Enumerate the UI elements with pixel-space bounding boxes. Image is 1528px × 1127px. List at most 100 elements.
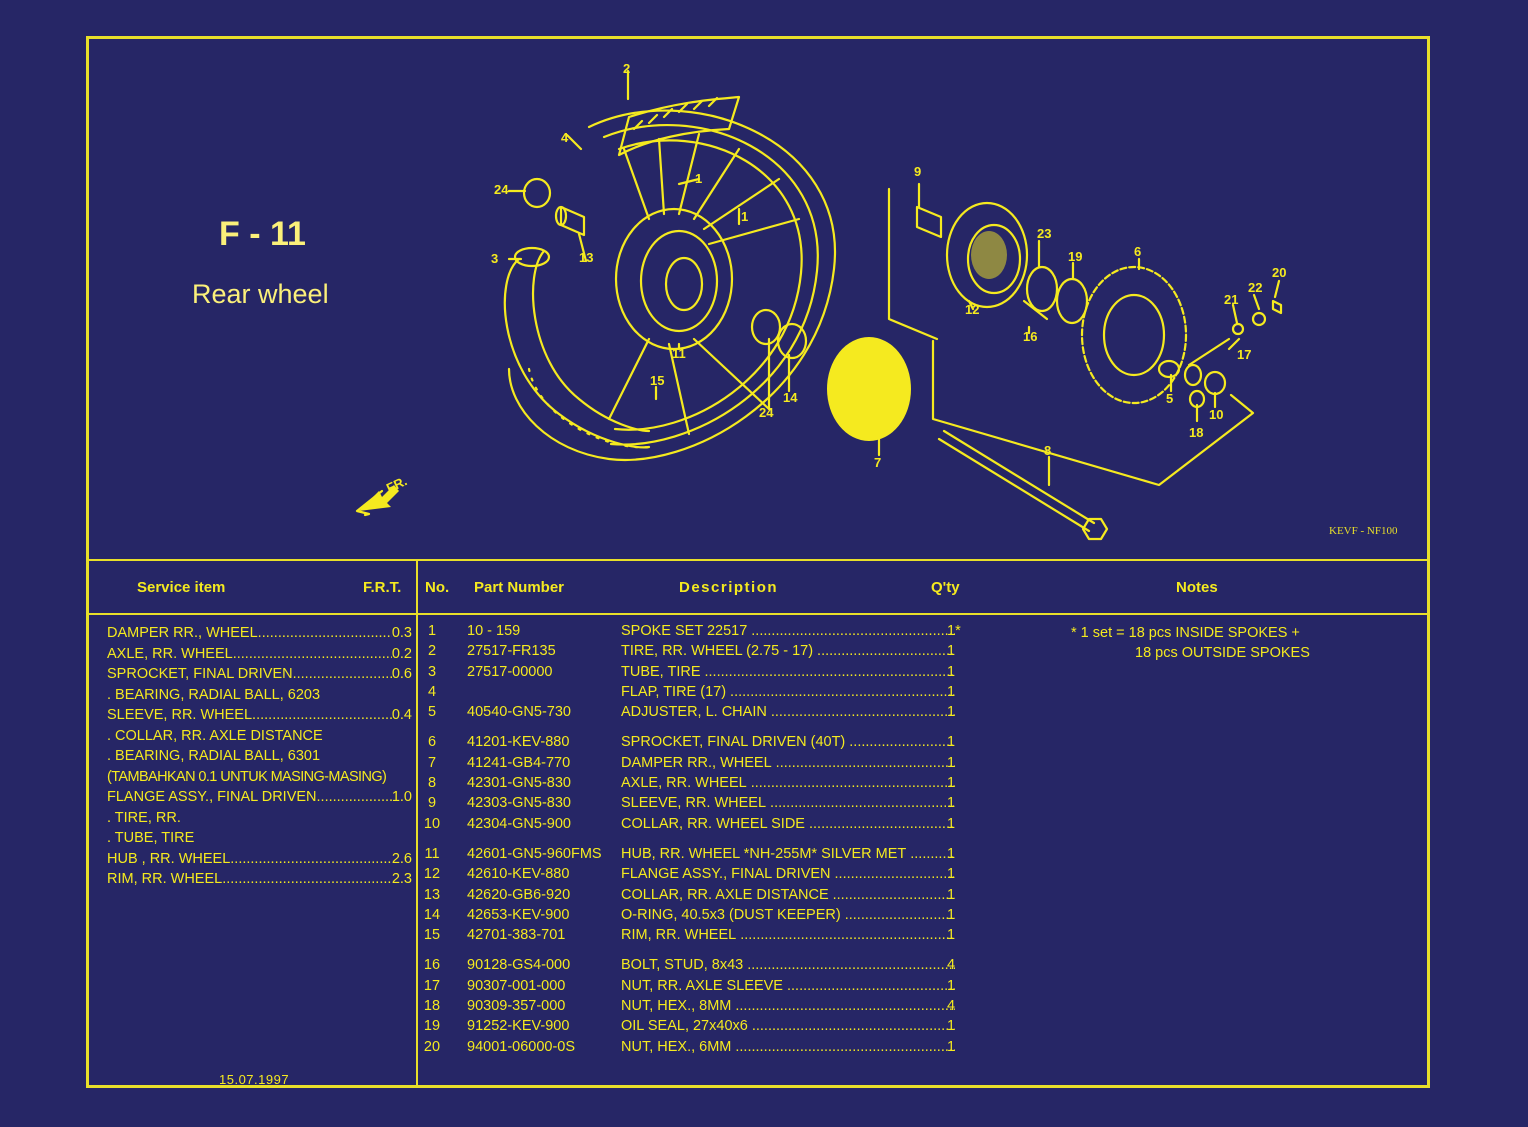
service-item-row: . BEARING, RADIAL BALL, 6203 <box>107 686 321 703</box>
axle-outline <box>937 429 1096 533</box>
part-description: TUBE, TIRE <box>621 663 701 680</box>
divider-service-parts <box>416 559 418 1085</box>
front-arrow-icon <box>359 485 399 511</box>
part-description: SPROCKET, FINAL DRIVEN (40T) <box>621 734 846 751</box>
callout-15: 15 <box>650 373 664 388</box>
part-description-wrap: NUT, HEX., 8MM <box>621 998 955 1014</box>
part-number: 42620-GB6-920 <box>467 886 571 903</box>
part-description-wrap: DAMPER RR., WHEEL <box>621 755 955 771</box>
leader-dots <box>731 998 955 1014</box>
leader-dots <box>841 907 955 923</box>
callout-2: 2 <box>623 61 630 76</box>
callout-21: 21 <box>1224 292 1238 307</box>
service-item-row: AXLE, RR. WHEEL0.2 <box>107 644 412 665</box>
part-description: BOLT, STUD, 8x43 <box>621 957 744 974</box>
service-item-row: (TAMBAHKAN 0.1 UNTUK MASING-MASING) <box>107 768 387 785</box>
header-qty: Q'ty <box>931 579 960 596</box>
parts-sheet-frame: F - 11 Rear wheel KEVF - NF100 <box>86 36 1430 1088</box>
part-no: 6 <box>427 734 437 751</box>
service-item-row: HUB , RR. WHEEL2.6 <box>107 849 412 870</box>
part-qty: 1 <box>947 795 956 812</box>
callout-22: 22 <box>1248 280 1262 295</box>
part-description: DAMPER RR., WHEEL <box>621 754 772 771</box>
part-qty: 1 <box>947 1038 956 1055</box>
part-description: FLANGE ASSY., FINAL DRIVEN <box>621 866 831 883</box>
header-service-item: Service item <box>137 579 226 596</box>
service-item-row: . COLLAR, RR. AXLE DISTANCE <box>107 727 323 744</box>
service-item-row: . TUBE, TIRE <box>107 830 195 846</box>
callout-12: 12 <box>965 302 979 317</box>
part-qty: 1 <box>947 845 956 862</box>
part-no: 12 <box>423 866 441 883</box>
part-number: 42601-GN5-960FMS <box>467 845 602 862</box>
part-description-wrap: BOLT, STUD, 8x43 <box>621 957 955 973</box>
sprocket-outline <box>1080 265 1188 405</box>
note-line-1: * 1 set = 18 pcs INSIDE SPOKES + <box>1071 625 1300 641</box>
part-qty: 1 <box>947 643 956 660</box>
exploded-diagram: FR. 1 1 2 3 4 5 6 7 8 9 10 11 12 13 14 1… <box>355 61 1286 541</box>
header-part-number: Part Number <box>474 579 565 596</box>
leader-dots <box>743 957 955 973</box>
part-no: 3 <box>427 663 437 680</box>
part-description-wrap: NUT, RR. AXLE SLEEVE <box>621 978 955 994</box>
part-qty: 1 <box>947 663 956 680</box>
part-number: 40540-GN5-730 <box>467 704 571 721</box>
part-description-wrap: TIRE, RR. WHEEL (2.75 - 17) <box>621 643 955 659</box>
part-number: 41201-KEV-880 <box>467 734 570 751</box>
callout-17: 17 <box>1237 347 1251 362</box>
tire-outline <box>507 109 837 462</box>
part-qty: 1 <box>947 866 956 883</box>
note-line-2: 18 pcs OUTSIDE SPOKES <box>1135 645 1310 661</box>
leader-dots <box>701 664 956 680</box>
part-no: 10 <box>423 815 441 832</box>
part-number: 94001-06000-0S <box>467 1038 576 1055</box>
part-description: COLLAR, RR. AXLE DISTANCE <box>621 886 829 903</box>
part-description-wrap: O-RING, 40.5x3 (DUST KEEPER) <box>621 907 955 923</box>
part-number: 42303-GN5-830 <box>467 795 571 812</box>
leader-dots <box>766 795 955 811</box>
callout-10: 10 <box>1209 407 1223 422</box>
part-description-wrap: SPROCKET, FINAL DRIVEN (40T) <box>621 734 955 750</box>
part-qty: 1 <box>947 815 956 832</box>
part-number: 91252-KEV-900 <box>467 1018 570 1035</box>
service-item-row: SLEEVE, RR. WHEEL0.4 <box>107 705 412 726</box>
header-frt: F.R.T. <box>363 579 402 596</box>
part-description-wrap: COLLAR, RR. WHEEL SIDE <box>621 816 955 832</box>
part-description: OIL SEAL, 27x40x6 <box>621 1018 748 1035</box>
service-item-list: DAMPER RR., WHEEL0.3 AXLE, RR. WHEEL0.2 … <box>107 623 412 890</box>
sheet-date: 15.07.1997 <box>219 1072 290 1087</box>
part-qty: 1* <box>947 623 961 639</box>
part-number: 27517-00000 <box>467 663 553 680</box>
part-number: 42701-383-701 <box>467 927 566 944</box>
callout-13: 13 <box>579 250 593 265</box>
part-number: 90309-357-000 <box>467 998 566 1015</box>
part-description: TIRE, RR. WHEEL (2.75 - 17) <box>621 643 814 660</box>
part-number: 42610-KEV-880 <box>467 866 570 883</box>
part-qty: 4 <box>947 998 956 1015</box>
part-description-wrap: HUB, RR. WHEEL *NH-255M* SILVER MET <box>621 846 955 862</box>
callout-11: 11 <box>672 346 686 361</box>
service-item-row: . TIRE, RR. <box>107 809 181 826</box>
part-no: 1 <box>427 623 437 639</box>
callout-24b: 24 <box>759 405 774 420</box>
part-description: AXLE, RR. WHEEL <box>621 775 747 792</box>
part-description-wrap: FLAP, TIRE (17) <box>621 684 955 700</box>
part-no: 15 <box>423 927 441 944</box>
part-description: NUT, HEX., 6MM <box>621 1038 732 1055</box>
leader-dots <box>831 866 955 882</box>
part-no: 14 <box>423 906 441 923</box>
callout-19: 19 <box>1068 249 1082 264</box>
part-description: O-RING, 40.5x3 (DUST KEEPER) <box>621 906 841 923</box>
callout-16: 16 <box>1023 329 1037 344</box>
leader-dots <box>767 704 955 720</box>
notes: * 1 set = 18 pcs INSIDE SPOKES + 18 pcs … <box>1071 623 1310 663</box>
part-number: 10 - 159 <box>467 623 521 639</box>
part-description: NUT, RR. AXLE SLEEVE <box>621 977 783 994</box>
part-no: 2 <box>427 643 437 660</box>
part-description-wrap: FLANGE ASSY., FINAL DRIVEN <box>621 866 955 882</box>
callout-9: 9 <box>914 164 921 179</box>
part-description: SLEEVE, RR. WHEEL <box>621 795 767 812</box>
header-description: Description <box>679 579 779 596</box>
leader-dots <box>747 623 955 639</box>
part-no: 7 <box>427 754 437 771</box>
